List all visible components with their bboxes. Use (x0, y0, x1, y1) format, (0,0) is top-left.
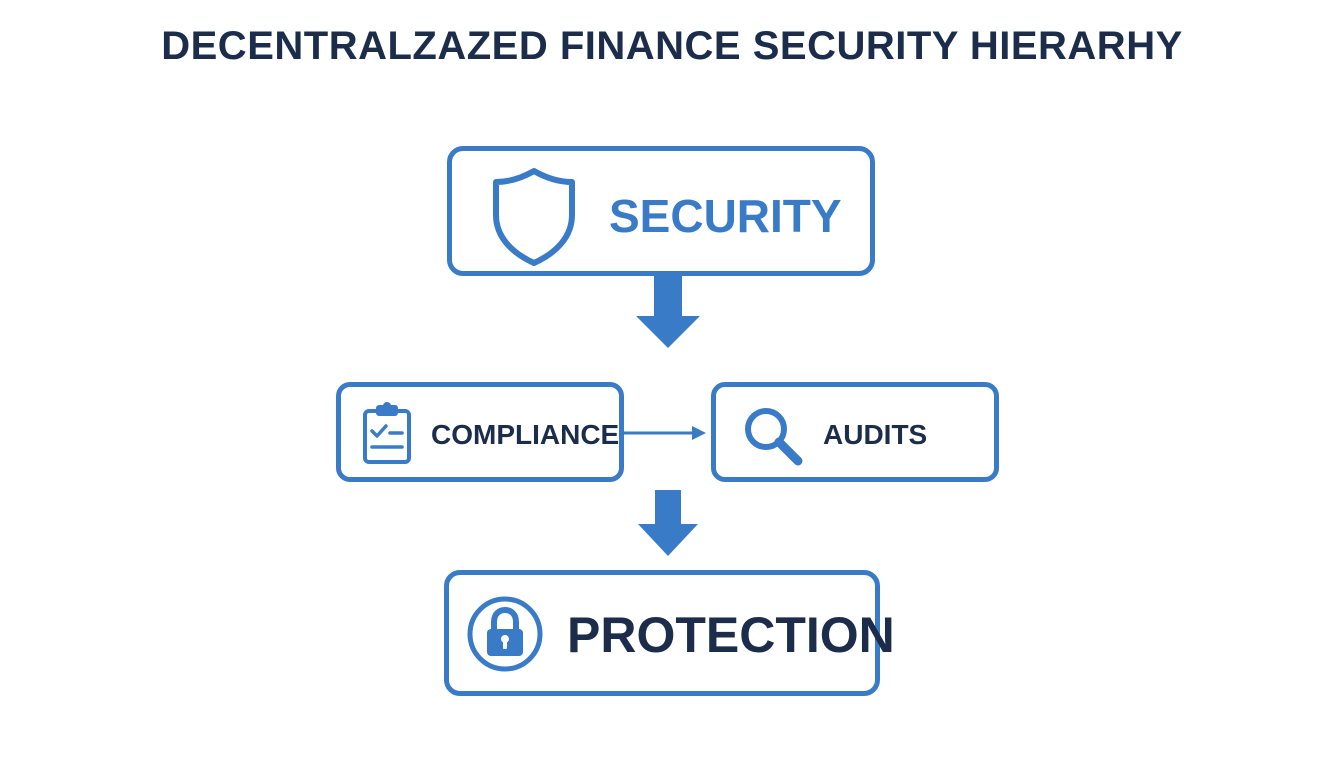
padlock-icon (465, 594, 545, 679)
protection-label: PROTECTION (567, 607, 895, 663)
audits-label: AUDITS (823, 419, 928, 450)
compliance-label: COMPLIANCE (431, 419, 620, 450)
clipboard-check-icon (361, 402, 415, 471)
protection-node: PROTECTION (444, 570, 895, 696)
down-arrow-2 (638, 490, 698, 556)
diagram-title: DECENTRALZAZED FINANCE SECURITY HIERARHY (161, 24, 1183, 68)
right-arrow (622, 426, 706, 440)
down-arrow-1 (636, 276, 700, 348)
compliance-node: COMPLIANCE (336, 382, 624, 482)
security-label: SECURITY (609, 190, 842, 242)
audits-node: AUDITS (711, 382, 999, 482)
shield-icon (490, 165, 578, 272)
security-node: SECURITY (447, 146, 875, 276)
magnifier-icon (741, 404, 805, 473)
